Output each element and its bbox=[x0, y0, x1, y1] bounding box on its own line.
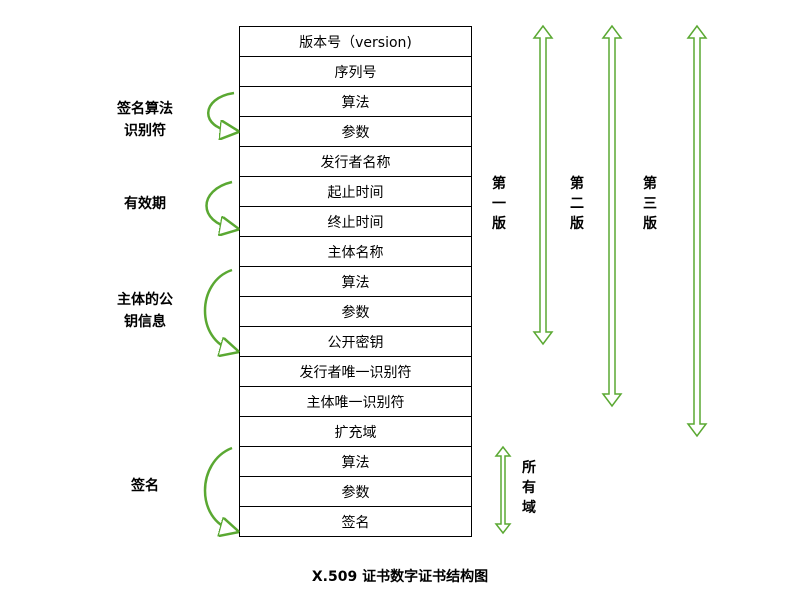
double-arrow-all-fields bbox=[494, 445, 512, 535]
label-validity: 有效期 bbox=[124, 196, 166, 212]
row-signature-algorithm: 算法 bbox=[239, 447, 472, 477]
double-arrow-version-1 bbox=[532, 24, 554, 346]
label-version-2: 第 二 版 bbox=[570, 176, 584, 232]
double-arrow-version-2 bbox=[601, 24, 623, 408]
row-subject-uid: 主体唯一识别符 bbox=[239, 387, 472, 417]
row-issuer-name: 发行者名称 bbox=[239, 147, 472, 177]
label-signature: 签名 bbox=[131, 478, 159, 494]
certificate-structure-table: 版本号（version) 序列号 算法 参数 发行者名称 起止时间 终止时间 主… bbox=[239, 26, 472, 537]
row-serial: 序列号 bbox=[239, 57, 472, 87]
row-pk-params: 参数 bbox=[239, 297, 472, 327]
label-public-key-info: 主体的公 钥信息 bbox=[117, 292, 173, 330]
curved-arrow-sig-algo bbox=[207, 91, 234, 131]
curved-arrow-pubkey bbox=[203, 268, 232, 350]
label-signature-algorithm-id: 签名算法 识别符 bbox=[117, 101, 173, 139]
curved-arrow-signature bbox=[203, 446, 232, 530]
diagram-caption: X.509 证书数字证书结构图 bbox=[311, 569, 489, 585]
row-signature-params: 参数 bbox=[239, 477, 472, 507]
label-all-fields: 所 有 域 bbox=[522, 460, 536, 516]
curved-arrow-validity bbox=[205, 180, 233, 228]
double-arrow-version-3 bbox=[686, 24, 708, 438]
row-extensions: 扩充域 bbox=[239, 417, 472, 447]
label-version-3: 第 三 版 bbox=[643, 176, 657, 232]
row-not-before: 起止时间 bbox=[239, 177, 472, 207]
row-subject-name: 主体名称 bbox=[239, 237, 472, 267]
row-issuer-uid: 发行者唯一识别符 bbox=[239, 357, 472, 387]
row-version: 版本号（version) bbox=[239, 27, 472, 57]
row-sig-algorithm: 算法 bbox=[239, 87, 472, 117]
row-pk-algorithm: 算法 bbox=[239, 267, 472, 297]
label-version-1: 第 一 版 bbox=[492, 176, 506, 232]
